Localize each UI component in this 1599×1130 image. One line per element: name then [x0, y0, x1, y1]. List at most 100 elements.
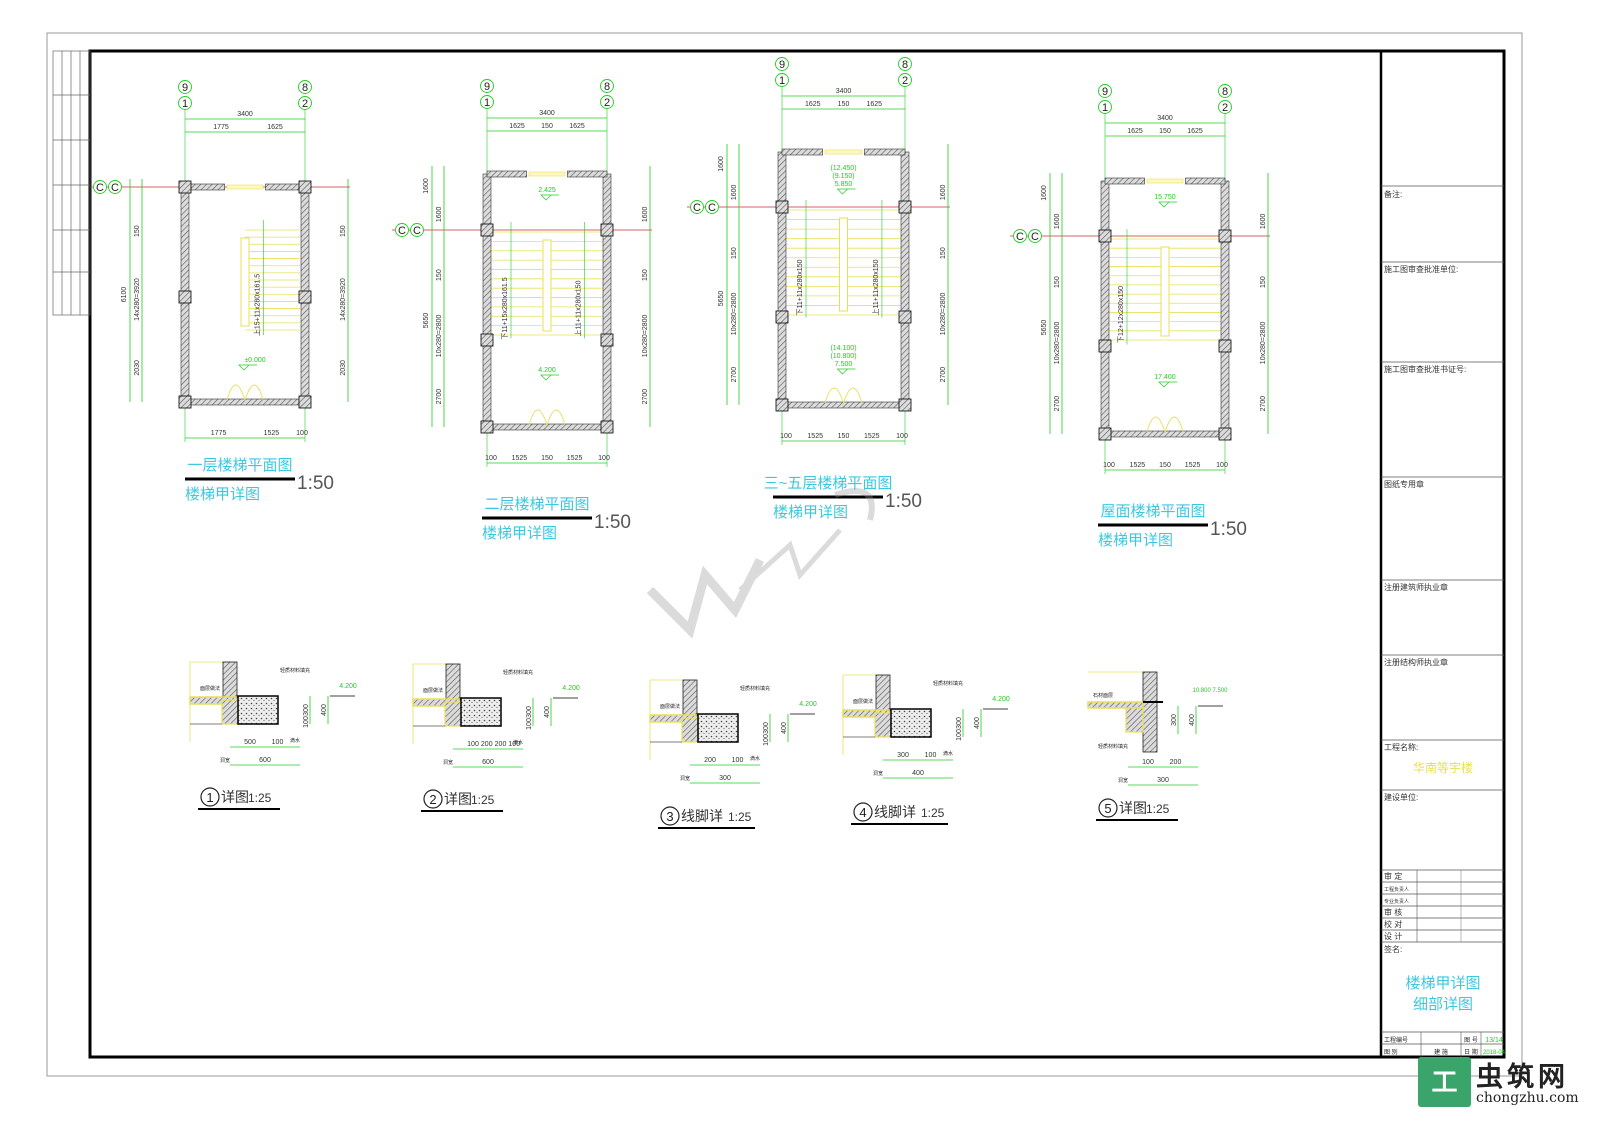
axis-bubble: [898, 73, 912, 87]
wall: [486, 170, 527, 178]
outer-frame: [46, 32, 1523, 1077]
detail-title: 详图: [221, 789, 249, 805]
plan-subtitle: 楼梯甲详图: [482, 525, 557, 542]
label-note: 轻质材料填充: [503, 669, 533, 676]
plan-title: 一层楼梯平面图: [187, 457, 292, 474]
date: 2018-04: [1483, 1050, 1506, 1056]
dimension-text: 150: [1054, 276, 1061, 288]
elevation-mark: 4.200: [992, 696, 1010, 703]
elevation-mark: 2.425: [538, 187, 556, 194]
plan-scale: 1:50: [594, 512, 631, 533]
dimension-text: 100: [526, 718, 533, 730]
wall-section: [875, 674, 891, 712]
dimension-text: 400: [1189, 714, 1196, 726]
remarks-label: 备注:: [1384, 189, 1402, 199]
floor-slab: [1087, 701, 1144, 709]
dimension-text: 1600: [731, 184, 738, 200]
column: [600, 223, 614, 237]
window: [226, 184, 264, 190]
dimension-text: 1525: [512, 455, 528, 462]
detail-title: 线脚详: [681, 808, 723, 824]
dimension-text: 10x280=2800: [436, 314, 443, 357]
dimension-text: 1625: [1127, 128, 1143, 135]
stair-note: 上11+11x280x150: [871, 259, 880, 315]
dimension-text: 200: [495, 741, 507, 748]
dimension-text: 150: [436, 269, 443, 281]
stair-note: 上15+11x280x161.5: [252, 274, 261, 336]
plan-scale: 1:50: [885, 491, 922, 512]
elevation-mark: (12.450): [830, 165, 856, 172]
dimension-text: 300: [526, 706, 533, 718]
column: [1218, 229, 1232, 243]
elevation-symbol: [836, 188, 856, 195]
dimension-text: 1625: [805, 101, 821, 108]
axis-bubble-label: 8: [902, 59, 908, 71]
elevation-symbol: [1158, 201, 1177, 208]
dimension-text: 100: [896, 433, 908, 440]
dimension-text: 洞宽: [1118, 777, 1128, 784]
axis-bubble-label: 2: [902, 75, 908, 87]
dimension-text: 100: [780, 433, 792, 440]
axis-bubble-label: C: [708, 202, 716, 214]
column: [1098, 339, 1112, 353]
category: 建 施: [1434, 1048, 1448, 1056]
project-no-label: 工程编号: [1384, 1036, 1408, 1044]
dimension-text: 1775: [213, 124, 229, 131]
label-note: 滴水: [513, 739, 523, 746]
dimension-text: 150: [940, 247, 947, 259]
dimension-text: 1525: [1130, 462, 1146, 469]
axis-bubble: [1013, 229, 1027, 243]
axis-bubble: [1098, 84, 1112, 98]
plan-title: 二层楼梯平面图: [484, 496, 589, 513]
dimension-text: 1525: [807, 433, 823, 440]
elevation-mark: (14.100): [830, 345, 856, 352]
dimension-text: 400: [974, 717, 981, 729]
wall-section: [445, 663, 461, 701]
dimension-text: 1625: [267, 124, 283, 131]
dimension-text: 5650: [718, 291, 725, 307]
column: [480, 333, 494, 347]
column: [600, 333, 614, 347]
axis-bubble: [410, 223, 424, 237]
date-label: 日 期: [1464, 1048, 1478, 1056]
beam-section: [1125, 707, 1144, 733]
dimension-text: 100: [732, 757, 744, 764]
axis-bubble: [775, 73, 789, 87]
axis-bubble: [1218, 100, 1232, 114]
column: [480, 420, 494, 434]
elevation-mark: (9.150): [832, 173, 854, 180]
window: [528, 171, 566, 177]
stair-handrail: [240, 237, 250, 327]
dimension-text: 100: [1216, 462, 1228, 469]
dimension-text: 1600: [1041, 185, 1048, 201]
detail-number-circle: [853, 802, 873, 822]
filled-ledge: [460, 697, 502, 727]
dimension-text: 2700: [436, 389, 443, 405]
dimension-text: 6100: [121, 287, 128, 303]
dimension-text: 100: [303, 716, 310, 728]
axis-bubble: [298, 96, 312, 110]
elevation-symbol: [540, 194, 559, 201]
label-note: 轻质材料填充: [740, 685, 770, 692]
dimension-text: 2700: [642, 389, 649, 405]
axis-bubble-label: 8: [1222, 86, 1228, 98]
dimension-text: 1625: [866, 101, 882, 108]
plan-subtitle: 楼梯甲详图: [1098, 532, 1173, 549]
drawing-no: 13/14: [1485, 1037, 1503, 1044]
dimension-text: 洞宽: [873, 770, 883, 777]
dimension-text: 100: [467, 741, 479, 748]
filled-ledge: [697, 713, 739, 743]
dimension-text: 1525: [864, 433, 880, 440]
column: [298, 290, 312, 304]
dimension-text: 10x280=2800: [731, 292, 738, 335]
axis-bubble-label: 2: [302, 98, 308, 110]
category-label: 图 别: [1384, 1048, 1398, 1056]
axis-bubble: [480, 95, 494, 109]
axis-bubble-label: C: [1016, 231, 1024, 243]
stair-note: 下11+11x280x150: [796, 259, 804, 315]
